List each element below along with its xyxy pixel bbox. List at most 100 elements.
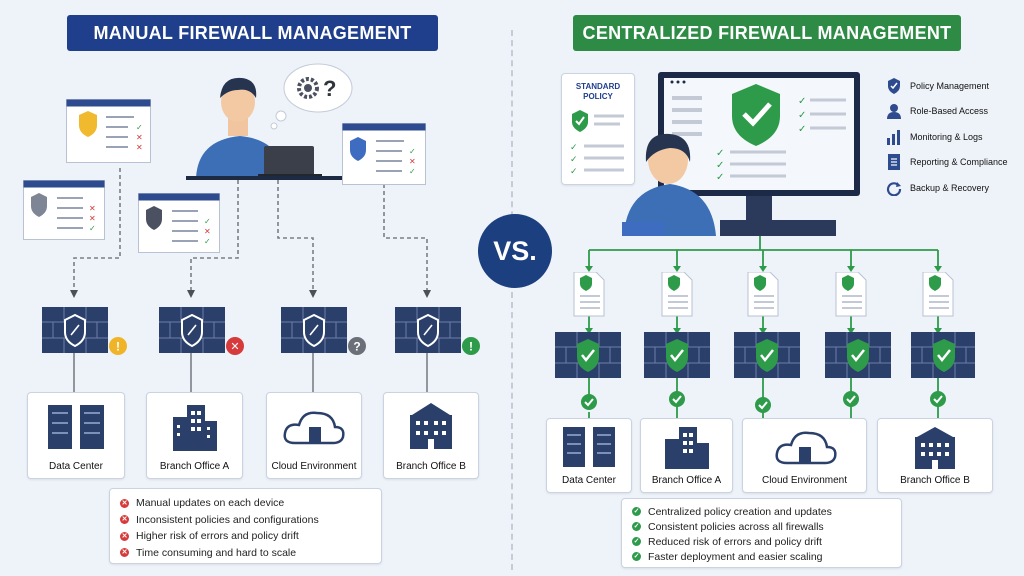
svg-text:✓: ✓ bbox=[798, 124, 806, 135]
svg-text:✓: ✓ bbox=[204, 237, 211, 246]
ok-icon bbox=[462, 337, 480, 355]
site-card-cloud: Cloud Environment bbox=[266, 392, 362, 479]
drawback-item: ✕Inconsistent policies and configuration… bbox=[120, 513, 319, 526]
warning-icon bbox=[109, 337, 127, 355]
building-icon bbox=[410, 403, 452, 449]
drawback-item: ✕Time consuming and hard to scale bbox=[120, 546, 297, 559]
user-icon bbox=[887, 104, 901, 120]
benefit-item: ✓Centralized policy creation and updates bbox=[632, 505, 832, 518]
svg-text:✓: ✓ bbox=[798, 96, 806, 107]
policy-checklist: ✓ ✓ ✓ bbox=[570, 110, 624, 177]
shield-check-icon bbox=[732, 84, 780, 146]
cloud-icon bbox=[283, 411, 345, 445]
benefit-item: ✓Consistent policies across all firewall… bbox=[632, 520, 824, 533]
gear-icon bbox=[297, 77, 319, 99]
building-icon bbox=[173, 405, 217, 451]
svg-text:✓: ✓ bbox=[89, 224, 96, 233]
feature-item: Backup & Recovery bbox=[886, 175, 1021, 201]
svg-text:✓: ✓ bbox=[409, 147, 416, 156]
benefit-item: ✓Reduced risk of errors and policy drift bbox=[632, 535, 822, 548]
svg-text:✓: ✓ bbox=[136, 123, 143, 132]
cloud-icon bbox=[775, 431, 837, 465]
site-label: Data Center bbox=[49, 461, 103, 472]
check-icon: ✓ bbox=[632, 522, 641, 531]
site-label: Branch Office A bbox=[159, 461, 230, 472]
site-card-cloud: Cloud Environment bbox=[742, 418, 867, 493]
site-card-branch-a: Branch Office A bbox=[146, 392, 243, 479]
centralized-title: CENTRALIZED FIREWALL MANAGEMENT bbox=[573, 15, 961, 51]
standard-policy-doc: STANDARD POLICY ✓ ✓ ✓ bbox=[561, 73, 635, 185]
svg-text:✓: ✓ bbox=[570, 167, 578, 177]
admin-person: ? bbox=[186, 63, 353, 180]
drawback-item: ✕Higher risk of errors and policy drift bbox=[120, 530, 299, 543]
x-icon: ✕ bbox=[120, 515, 129, 525]
check-icon: ✓ bbox=[632, 537, 641, 546]
site-card-data-center: Data Center bbox=[27, 392, 125, 479]
site-card-branch-b: Branch Office B bbox=[383, 392, 479, 479]
svg-text:✓: ✓ bbox=[409, 167, 416, 176]
site-label: Data Center bbox=[562, 475, 616, 486]
manual-title: MANUAL FIREWALL MANAGEMENT bbox=[67, 15, 438, 51]
vs-badge: VS. bbox=[478, 214, 552, 288]
site-label: Branch Office A bbox=[651, 475, 722, 486]
svg-text:!: ! bbox=[469, 340, 473, 354]
svg-text:?: ? bbox=[353, 340, 360, 354]
svg-text:✕: ✕ bbox=[204, 227, 211, 236]
site-card-branch-b: Branch Office B bbox=[877, 418, 993, 493]
benefit-item: ✓Faster deployment and easier scaling bbox=[632, 550, 823, 563]
site-label: Branch Office B bbox=[396, 461, 466, 472]
config-window: ✓ ✕ ✓ bbox=[342, 123, 426, 185]
central-console: ✓✓✓✓✓✓ bbox=[622, 72, 860, 236]
feature-item: Reporting & Compliance bbox=[886, 150, 1021, 176]
svg-text:✕: ✕ bbox=[136, 143, 143, 152]
svg-text:✕: ✕ bbox=[89, 214, 96, 223]
svg-text:✕: ✕ bbox=[136, 133, 143, 142]
refresh-icon bbox=[886, 181, 902, 196]
check-icon: ✓ bbox=[632, 552, 641, 561]
svg-text:✓: ✓ bbox=[716, 148, 724, 159]
site-card-data-center: Data Center bbox=[546, 418, 632, 493]
firewall-icon: ! bbox=[42, 307, 127, 355]
manual-drawbacks-list: ✕Manual updates on each device ✕Inconsis… bbox=[109, 488, 382, 564]
config-window: ✓ ✕ ✕ bbox=[66, 99, 151, 163]
firewall-icon: ! bbox=[395, 307, 480, 355]
check-nodes bbox=[581, 390, 947, 414]
check-icon: ✓ bbox=[632, 507, 641, 516]
firewall-icon: ✕ bbox=[159, 307, 244, 355]
config-window: ✕ ✕ ✓ bbox=[23, 180, 105, 240]
question-icon bbox=[348, 337, 366, 355]
svg-text:✕: ✕ bbox=[230, 340, 239, 353]
feature-item: Monitoring & Logs bbox=[886, 124, 1021, 150]
bar-chart-icon bbox=[887, 129, 900, 145]
svg-text:?: ? bbox=[323, 76, 336, 101]
building-icon bbox=[665, 427, 709, 469]
divider bbox=[511, 30, 513, 570]
site-label: Branch Office B bbox=[900, 475, 970, 486]
site-label: Cloud Environment bbox=[271, 461, 357, 472]
feature-item: Policy Management bbox=[886, 73, 1021, 99]
report-icon bbox=[888, 154, 900, 171]
svg-text:✓: ✓ bbox=[570, 155, 578, 165]
server-icon bbox=[563, 427, 615, 467]
site-card-branch-a: Branch Office A bbox=[640, 418, 733, 493]
shield-icon bbox=[888, 77, 900, 94]
svg-text:✓: ✓ bbox=[798, 110, 806, 121]
svg-text:✓: ✓ bbox=[570, 143, 578, 153]
policy-doc-title: STANDARD POLICY bbox=[575, 82, 621, 101]
config-window: ✓ ✕ ✓ bbox=[138, 193, 220, 253]
firewall-icon: ? bbox=[281, 307, 366, 355]
svg-text:✓: ✓ bbox=[204, 217, 211, 226]
svg-text:✓: ✓ bbox=[716, 160, 724, 171]
drawback-item: ✕Manual updates on each device bbox=[120, 497, 285, 510]
x-icon: ✕ bbox=[120, 531, 129, 541]
svg-text:✕: ✕ bbox=[89, 204, 96, 213]
server-icon bbox=[48, 405, 104, 449]
x-icon: ✕ bbox=[120, 548, 129, 558]
centralized-benefits-list: ✓Centralized policy creation and updates… bbox=[621, 498, 902, 568]
x-icon: ✕ bbox=[120, 498, 129, 508]
policy-docs-row bbox=[573, 272, 954, 317]
svg-text:!: ! bbox=[116, 340, 120, 354]
feature-list: Policy Management Role-Based Access Moni… bbox=[886, 73, 1021, 201]
svg-text:✓: ✓ bbox=[716, 172, 724, 183]
site-label: Cloud Environment bbox=[761, 475, 848, 486]
